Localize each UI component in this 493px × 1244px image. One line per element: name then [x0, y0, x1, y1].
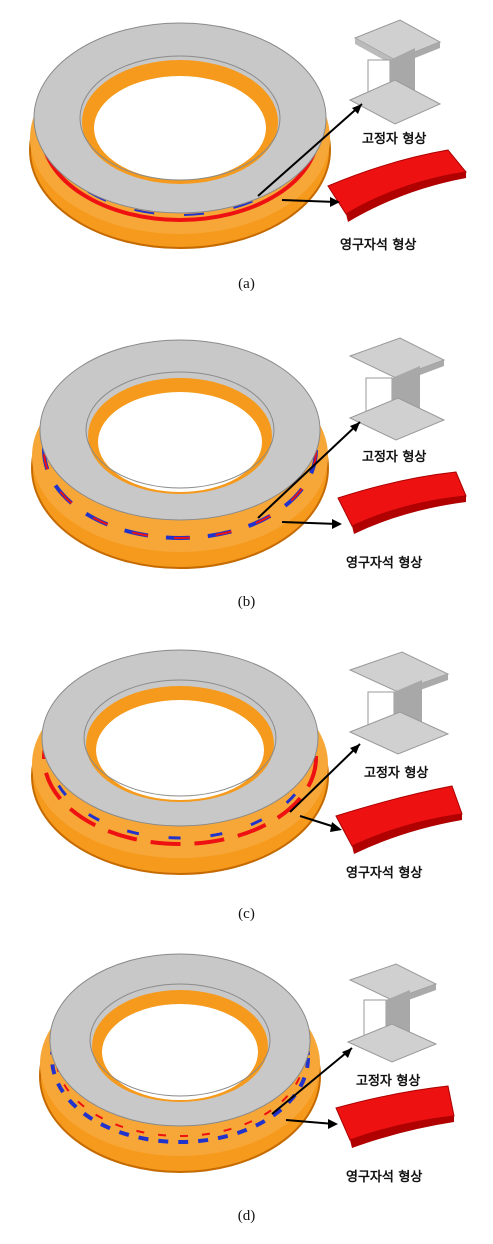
caption-d: (d): [237, 1208, 256, 1224]
magnet-shape-label: 영구자석 형상: [340, 238, 417, 253]
motor-diagram-c: [31, 649, 463, 875]
stator-shape-label: 고정자 형상: [356, 1074, 421, 1089]
magnet-shape: [327, 149, 467, 222]
stator-shape: [346, 963, 438, 1063]
magnet-shape-label: 영구자석 형상: [346, 866, 423, 881]
stator-shape-label: 고정자 형상: [362, 132, 427, 147]
magnet-shape: [335, 785, 463, 854]
panel-c: 고정자 형상 영구자석 형상 (c): [0, 626, 493, 936]
motor-diagram-b: [31, 337, 467, 569]
magnet-shape-label: 영구자석 형상: [346, 556, 423, 571]
magnet-shape: [335, 1085, 455, 1148]
stator-shape-label: 고정자 형상: [364, 766, 429, 781]
stator-shape: [348, 19, 442, 125]
panel-a: 고정자 형상 영구자석 형상 (a): [0, 0, 493, 310]
stator-shape-label: 고정자 형상: [362, 450, 427, 465]
caption-c: (c): [238, 906, 255, 922]
panel-d: 고정자 형상 영구자석 형상 (d): [0, 940, 493, 1244]
stator-shape: [348, 651, 450, 755]
panel-b: 고정자 형상 영구자석 형상 (b): [0, 312, 493, 622]
caption-a: (a): [238, 276, 255, 292]
magnet-shape-label: 영구자석 형상: [346, 1170, 423, 1185]
stator-shape: [348, 337, 446, 441]
magnet-shape: [337, 471, 467, 534]
caption-b: (b): [237, 594, 256, 610]
motor-diagram-d: [39, 953, 455, 1173]
motor-diagram-a: [29, 19, 467, 249]
